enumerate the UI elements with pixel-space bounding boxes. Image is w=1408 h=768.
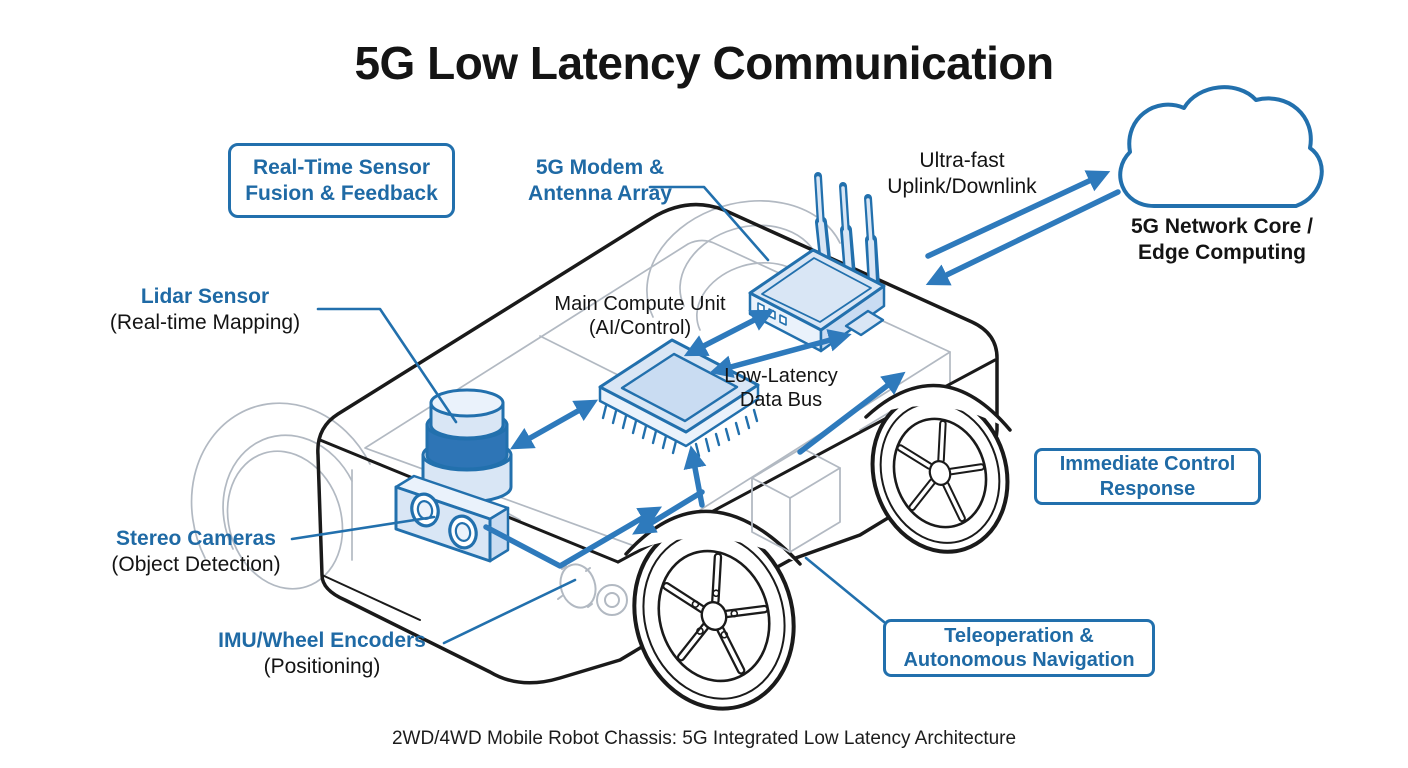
wheel-graphic-front (632, 521, 796, 711)
leader-lines (290, 185, 886, 645)
compute-chip-graphic (598, 338, 760, 458)
callout-teleoperation-line2: Autonomous Navigation (903, 649, 1135, 671)
label-compute-line2: (AI/Control) (588, 317, 692, 340)
label-data-bus-line1: Low-Latency (724, 365, 838, 387)
camera-chip-bus (483, 506, 662, 569)
label-5g-modem: 5G Modem & Antenna Array (500, 155, 700, 206)
label-compute-line1: Main Compute Unit (554, 293, 726, 315)
label-compute-unit: Main Compute Unit (AI/Control) (540, 292, 740, 341)
deck-module-sketch (751, 447, 841, 553)
label-imu-name: IMU/Wheel Encoders (218, 629, 426, 652)
label-5g-modem-line1: 5G Modem & (535, 156, 665, 179)
downlink-arrow (925, 189, 1121, 286)
label-uplink-line2: Uplink/Downlink (887, 174, 1037, 198)
teleoperation-leader-line (804, 556, 886, 624)
stereo-camera-graphic (394, 474, 510, 563)
label-uplink-line1: Ultra-fast (919, 149, 1005, 172)
label-lidar-sub: (Real-time Mapping) (109, 310, 301, 334)
diagram-caption: 2WD/4WD Mobile Robot Chassis: 5G Integra… (391, 728, 1017, 749)
wheel-graphic-rear (870, 392, 1010, 554)
cloud-icon (1118, 85, 1324, 208)
label-imu-encoders: IMU/Wheel Encoders (Positioning) (192, 628, 452, 679)
chip-front-motor-arrow (632, 489, 705, 535)
callout-sensor-fusion: Real-Time Sensor Fusion & Feedback (228, 143, 455, 218)
wheel-encoder-graphic (557, 563, 628, 616)
label-stereo-cameras: Stereo Cameras (Object Detection) (66, 526, 326, 577)
label-lidar-name: Lidar Sensor (140, 285, 270, 308)
callout-immediate-control-line1: Immediate Control (1059, 453, 1236, 476)
chip-modem-arrow-2 (709, 329, 852, 378)
callout-teleoperation: Teleoperation & Autonomous Navigation (883, 619, 1155, 677)
callout-immediate-control-line2: Response (1099, 477, 1196, 500)
page-title: 5G Low Latency Communication (354, 37, 1054, 89)
label-network-core-line1: 5G Network Core / (1130, 215, 1314, 238)
label-network-core: 5G Network Core / Edge Computing (1102, 214, 1342, 265)
label-imu-sub: (Positioning) (263, 654, 381, 678)
imu-leader-line (442, 578, 577, 645)
callout-sensor-fusion-line2: Fusion & Feedback (245, 181, 438, 205)
label-data-bus-line2: Data Bus (739, 389, 823, 412)
callout-sensor-fusion-line1: Real-Time Sensor (252, 155, 430, 179)
label-5g-modem-line2: Antenna Array (528, 181, 672, 205)
modem-leader-line (648, 185, 770, 262)
lidar-leader-line (316, 307, 458, 424)
chip-rear-wheel-arrow (797, 371, 906, 455)
uplink-arrow (925, 170, 1111, 259)
chip-lidar-arrow (509, 399, 599, 450)
label-network-core-line2: Edge Computing (1138, 240, 1306, 264)
label-data-bus: Low-Latency Data Bus (701, 364, 861, 413)
label-lidar: Lidar Sensor (Real-time Mapping) (75, 284, 335, 335)
label-stereo-name: Stereo Cameras (116, 527, 276, 550)
label-uplink: Ultra-fast Uplink/Downlink (852, 148, 1072, 199)
stereo-leader-line (290, 515, 436, 541)
label-stereo-sub: (Object Detection) (111, 552, 281, 576)
callout-teleoperation-line1: Teleoperation & (944, 624, 1094, 647)
data-bus-arrows (483, 170, 1121, 569)
callout-immediate-control: Immediate Control Response (1034, 448, 1261, 505)
